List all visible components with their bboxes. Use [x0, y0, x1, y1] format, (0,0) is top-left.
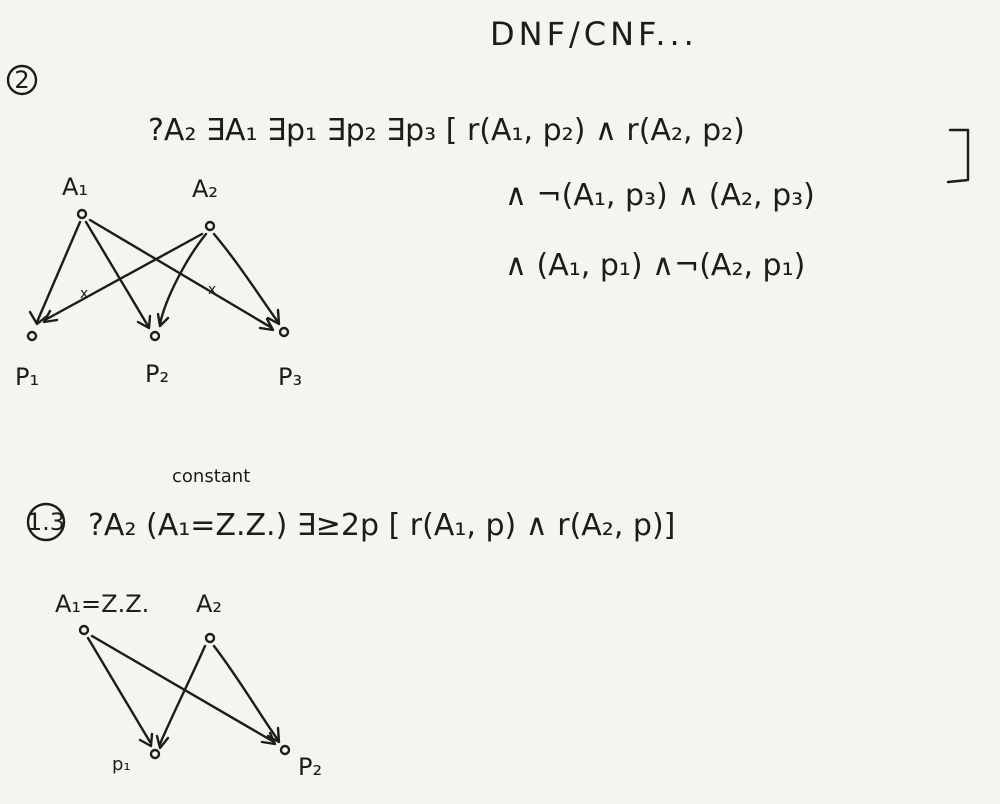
section2-number: 1.3: [27, 508, 65, 536]
graph1-node-p3: [278, 326, 290, 338]
graph1-edge-a2-p3: [212, 232, 281, 326]
section2-number-circle: [26, 502, 66, 542]
graph2-node-p2: [279, 744, 291, 756]
graph1-edge-a1-p1: [28, 220, 82, 326]
graph2-node-a2: [204, 632, 216, 644]
graph1-node-a1: [76, 208, 88, 220]
section1-formula-line3: ∧ (A₁, p₁) ∧¬(A₂, p₁): [505, 248, 805, 283]
graph1-node-p1: [26, 330, 38, 342]
graph1-edge-a2-p1: [42, 232, 204, 324]
section1-number: 2: [14, 66, 29, 94]
graph2-node-p1-label: p₁: [112, 754, 131, 775]
section1-number-circle: [6, 64, 38, 96]
graph1-node-p3-label: P₃: [278, 363, 302, 391]
graph2-node-p1: [149, 748, 161, 760]
graph2-node-a1-label: A₁=Z.Z.: [55, 590, 149, 618]
graph1-node-a2: [204, 220, 216, 232]
section1-formula-line1: ?A₂ ∃A₁ ∃p₁ ∃p₂ ∃p₃ [ r(A₁, p₂) ∧ r(A₂, …: [148, 113, 745, 148]
graph1-node-a1-label: A₁: [62, 173, 88, 201]
section1-closing-bracket: [946, 128, 970, 184]
graph2-edge-a2-p2: [212, 644, 281, 744]
graph1-node-p1-label: P₁: [15, 363, 39, 391]
graph2-node-a1: [78, 624, 90, 636]
section2-annotation: constant: [172, 466, 250, 487]
graph1-node-p2: [149, 330, 161, 342]
graph1-edge-a2-p2: [156, 232, 208, 328]
graph2-node-p2-label: P₂: [298, 753, 322, 781]
graph2-edge-a1-p1: [86, 636, 154, 748]
section1-formula-line2: ∧ ¬(A₁, p₃) ∧ (A₂, p₃): [505, 178, 815, 213]
header-text: DNF/CNF...: [490, 15, 698, 53]
graph1-edge-mark-a2-p1: x: [80, 286, 88, 302]
graph2-node-a2-label: A₂: [196, 590, 222, 618]
graph1-node-p2-label: P₂: [145, 360, 169, 388]
graph1-edge-a1-p2: [84, 220, 152, 330]
section2-formula: ?A₂ (A₁=Z.Z.) ∃≥2p [ r(A₁, p) ∧ r(A₂, p)…: [88, 508, 675, 543]
graph2-edge-a2-p1: [155, 644, 207, 750]
graph1-edge-mark-a1-p3: x: [208, 282, 216, 298]
graph1-node-a2-label: A₂: [192, 175, 218, 203]
